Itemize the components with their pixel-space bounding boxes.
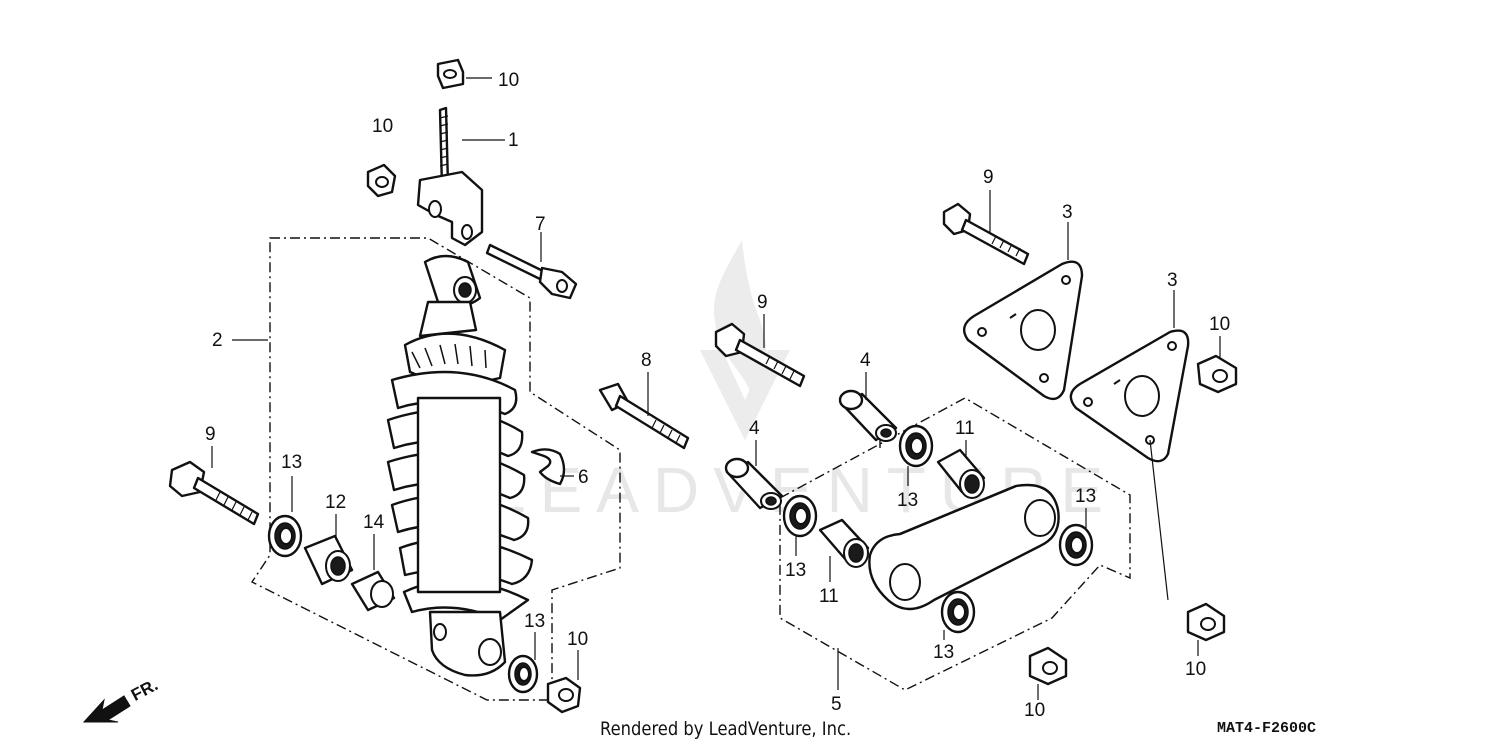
- credit-text: Rendered by LeadVenture, Inc.: [600, 718, 852, 740]
- nut-10-shock-bottom: [546, 676, 582, 714]
- nut-10-bottom-mid: [1028, 646, 1068, 686]
- callout-10: 10: [1209, 314, 1230, 335]
- seal-13-left: [267, 514, 303, 558]
- callout-4: 4: [860, 350, 871, 371]
- callout-10: 10: [1024, 700, 1045, 721]
- callout-12: 12: [325, 492, 346, 513]
- callout-13: 13: [933, 642, 954, 663]
- callout-10: 10: [567, 629, 588, 650]
- callout-10: 10: [498, 70, 519, 91]
- callout-8: 8: [641, 350, 652, 371]
- callouts: 10 1 10 7 2 9 13 12 14 6 13 10 8 9 4 4 9…: [205, 70, 1230, 721]
- shock-absorber-2: [386, 254, 534, 677]
- seal-13-shock-bottom: [507, 654, 539, 694]
- callout-3: 3: [1062, 202, 1073, 223]
- seal-13-bottom-link: [940, 590, 976, 634]
- bolt-9-mid: [714, 322, 806, 388]
- callout-5: 5: [831, 694, 842, 715]
- callout-4: 4: [749, 418, 760, 439]
- callout-9: 9: [757, 292, 768, 313]
- callout-13: 13: [524, 611, 545, 632]
- collar-14: [350, 570, 396, 612]
- nut-10-upper-left: [366, 163, 397, 198]
- bolt-9-right: [942, 202, 1030, 266]
- callout-13: 13: [1075, 486, 1096, 507]
- nut-10-right-upper: [1196, 354, 1238, 394]
- front-arrow: [82, 695, 131, 723]
- callout-2: 2: [212, 330, 223, 351]
- upper-mount-1: [416, 106, 484, 247]
- bearing-11-upper: [936, 448, 986, 499]
- nut-10-top: [436, 58, 465, 90]
- link-5: [868, 483, 1060, 611]
- callout-7: 7: [535, 214, 546, 235]
- callout-11: 11: [955, 418, 975, 439]
- callout-13: 13: [785, 560, 806, 581]
- callout-6: 6: [578, 467, 589, 488]
- seal-13-mid-left: [782, 494, 818, 538]
- callout-10: 10: [372, 116, 393, 137]
- clip-6: [530, 448, 566, 486]
- bearing-11-lower: [818, 518, 870, 568]
- bushing-12: [303, 534, 354, 586]
- spacer-4-lower: [724, 457, 784, 510]
- callout-9: 9: [205, 424, 216, 445]
- plate-3-left: [962, 260, 1084, 401]
- callout-10: 10: [1185, 659, 1206, 680]
- bolt-7: [485, 243, 578, 300]
- callout-13: 13: [897, 490, 918, 511]
- spacer-4-upper: [838, 389, 898, 442]
- callout-3: 3: [1167, 270, 1178, 291]
- seal-13-mid-upper: [898, 424, 934, 468]
- nut-10-right-lower: [1186, 602, 1226, 642]
- linkage-assembly-outline: [779, 397, 1131, 691]
- callout-13: 13: [281, 452, 302, 473]
- bolt-8: [598, 382, 690, 450]
- seal-13-right: [1058, 523, 1094, 567]
- callout-11: 11: [819, 586, 839, 607]
- diagram-code: MAT4-F2600C: [1217, 720, 1317, 737]
- callout-9: 9: [983, 167, 994, 188]
- plate-3-right: [1069, 329, 1190, 463]
- bolt-9-left: [168, 460, 260, 526]
- callout-14: 14: [363, 512, 385, 533]
- callout-1: 1: [508, 130, 519, 151]
